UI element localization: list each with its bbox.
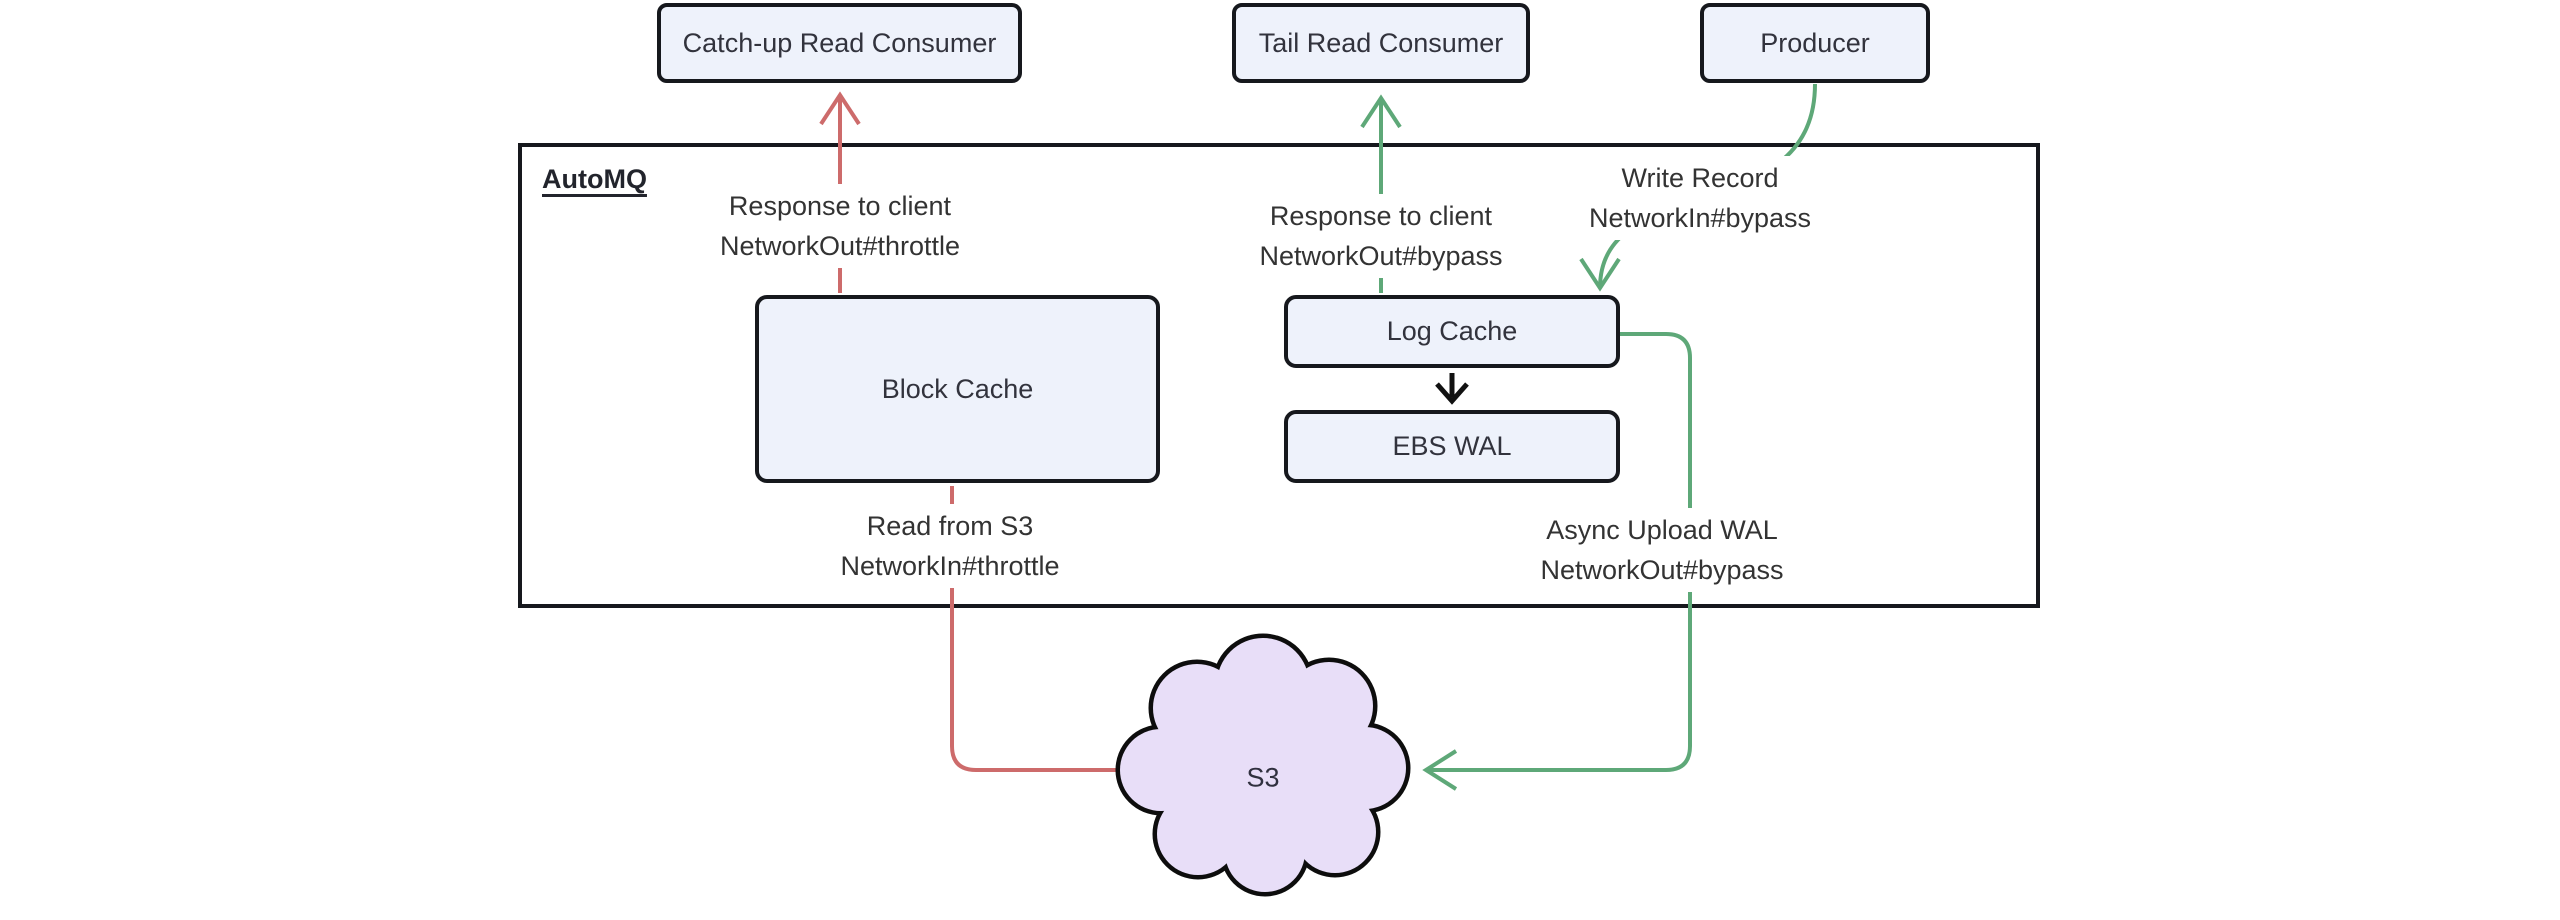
node-log-cache: Log Cache [1284, 295, 1620, 368]
node-producer: Producer [1700, 3, 1930, 83]
node-label: EBS WAL [1392, 431, 1512, 461]
edge-label-line: Async Upload WAL [1546, 515, 1778, 545]
edge-label-line: Read from S3 [866, 511, 1034, 541]
edge-write-record-arrowhead [1579, 257, 1621, 292]
edge-response-throttle-arrowhead [819, 91, 861, 126]
edge-label-response-throttle: Response to client NetworkOut#throttle [711, 184, 969, 268]
edge-label-line: Write Record [1621, 163, 1779, 193]
automq-container-title: AutoMQ [542, 164, 647, 194]
edge-label-line: NetworkOut#throttle [719, 231, 961, 261]
edge-label-line: NetworkOut#bypass [1259, 241, 1503, 271]
edge-read-s3 [950, 486, 1122, 772]
node-catchup-read-consumer: Catch-up Read Consumer [657, 3, 1022, 83]
s3-cloud-fill [1120, 638, 1406, 892]
edge-response-bypass-arrowhead [1360, 94, 1402, 129]
edge-read-s3-line [950, 486, 1122, 772]
node-label: Producer [1760, 27, 1870, 58]
edge-label-read-s3: Read from S3 NetworkIn#throttle [832, 504, 1068, 588]
automq-container-box [518, 143, 2040, 608]
edge-label-line: NetworkOut#bypass [1540, 555, 1784, 585]
node-tail-read-consumer: Tail Read Consumer [1232, 3, 1530, 83]
edge-label-line: Response to client [728, 191, 952, 221]
edge-label-write-record: Write Record NetworkIn#bypass [1580, 156, 1820, 240]
s3-cloud-shape [1115, 633, 1411, 897]
edge-async-upload-arrowhead [1422, 749, 1458, 791]
node-s3-label: S3 [1246, 762, 1280, 793]
edge-label-line: Response to client [1269, 201, 1493, 231]
edge-label-line: NetworkIn#bypass [1588, 203, 1812, 233]
node-label: Block Cache [881, 373, 1034, 404]
edge-label-async-upload: Async Upload WAL NetworkOut#bypass [1532, 508, 1792, 592]
node-block-cache: Block Cache [755, 295, 1160, 483]
edge-label-line: NetworkIn#throttle [840, 551, 1060, 581]
node-label: Tail Read Consumer [1258, 27, 1504, 58]
edge-label-response-bypass: Response to client NetworkOut#bypass [1251, 194, 1511, 278]
edge-log-to-wal-arrowhead [1435, 382, 1469, 405]
node-label: Catch-up Read Consumer [682, 27, 997, 58]
node-ebs-wal: EBS WAL [1284, 410, 1620, 483]
node-label: Log Cache [1386, 316, 1518, 346]
edge-log-to-wal [1435, 373, 1469, 405]
